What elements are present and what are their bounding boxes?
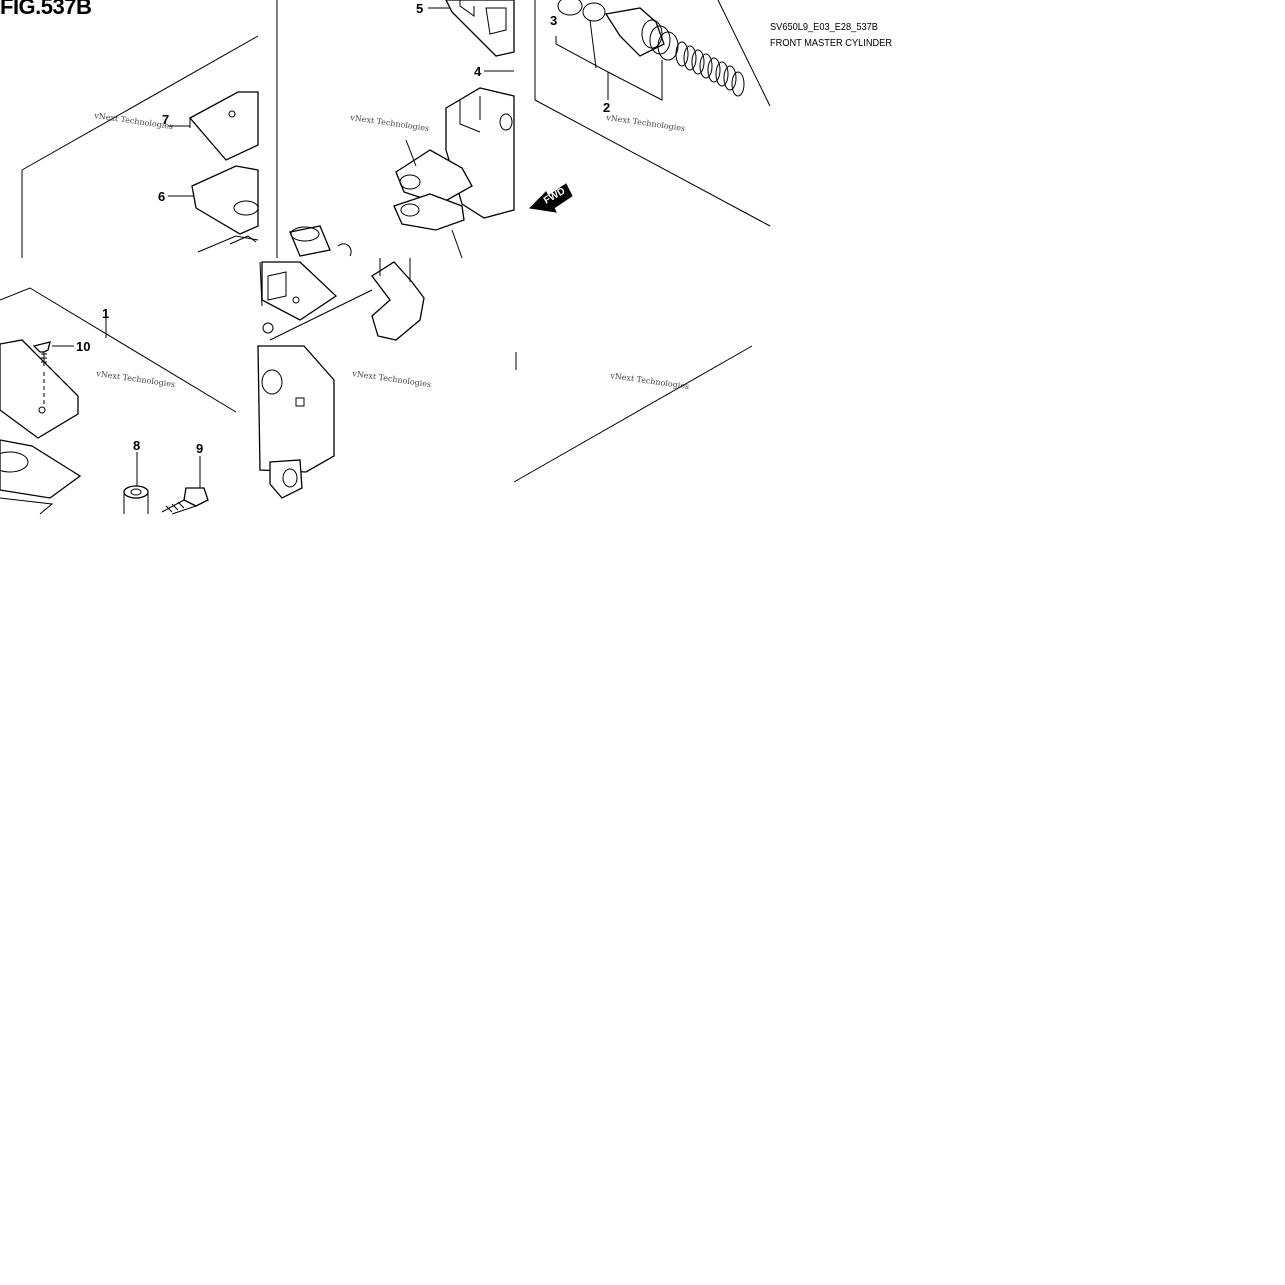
reservoir-gasket [191, 165, 259, 235]
piston [604, 7, 665, 57]
panel-top-left [21, 35, 259, 258]
callout-5: 5 [416, 1, 423, 16]
return-spring [675, 41, 745, 97]
callout-8: 8 [133, 438, 140, 453]
panel-bottom-middle [257, 258, 517, 499]
callout-9: 9 [196, 441, 203, 456]
watermark: vNext Technologies [95, 369, 176, 389]
callout-6: 6 [158, 189, 165, 204]
figure-name: FRONT MASTER CYLINDER [770, 37, 893, 49]
callout-2: 2 [603, 100, 610, 115]
diaphragm [0, 439, 82, 499]
figure-title: FIG.537B [0, 0, 92, 19]
panel-bottom-right [513, 345, 753, 483]
lever-mount-lower [393, 193, 465, 231]
o-ring [582, 2, 606, 22]
callout-10: 10 [76, 339, 90, 354]
watermark: vNext Technologies [351, 369, 432, 389]
reservoir-nut [123, 485, 149, 514]
cover-screw [32, 341, 51, 404]
reservoir-cover [0, 339, 79, 439]
panel-top-right [534, 0, 771, 227]
callout-7: 7 [162, 112, 169, 127]
figure-code: SV650L9_E03_E28_537B [770, 21, 878, 33]
watermark: vNext Technologies [349, 113, 430, 133]
switch-housing [261, 261, 338, 321]
callout-3: 3 [550, 13, 557, 28]
panel-bottom-left [0, 287, 237, 515]
mounting-bolt [161, 487, 209, 515]
watermarks: vNext Technologies vNext Technologies vN… [93, 111, 690, 391]
callout-4: 4 [474, 64, 482, 79]
leader-lines [52, 7, 514, 488]
watermark: vNext Technologies [605, 113, 686, 133]
master-cylinder-lower [257, 345, 335, 473]
watermark: vNext Technologies [609, 371, 690, 391]
reservoir-cap [445, 0, 515, 57]
diaphragm-plate [188, 91, 259, 161]
clamp-holder [371, 261, 425, 341]
panel-top-middle: FWD [289, 0, 573, 259]
circlip [337, 243, 352, 257]
callout-1: 1 [102, 306, 109, 321]
callouts: 1 2 3 4 5 6 7 8 9 10 [76, 1, 610, 456]
o-ring [557, 0, 583, 16]
forward-arrow: FWD [528, 183, 573, 213]
